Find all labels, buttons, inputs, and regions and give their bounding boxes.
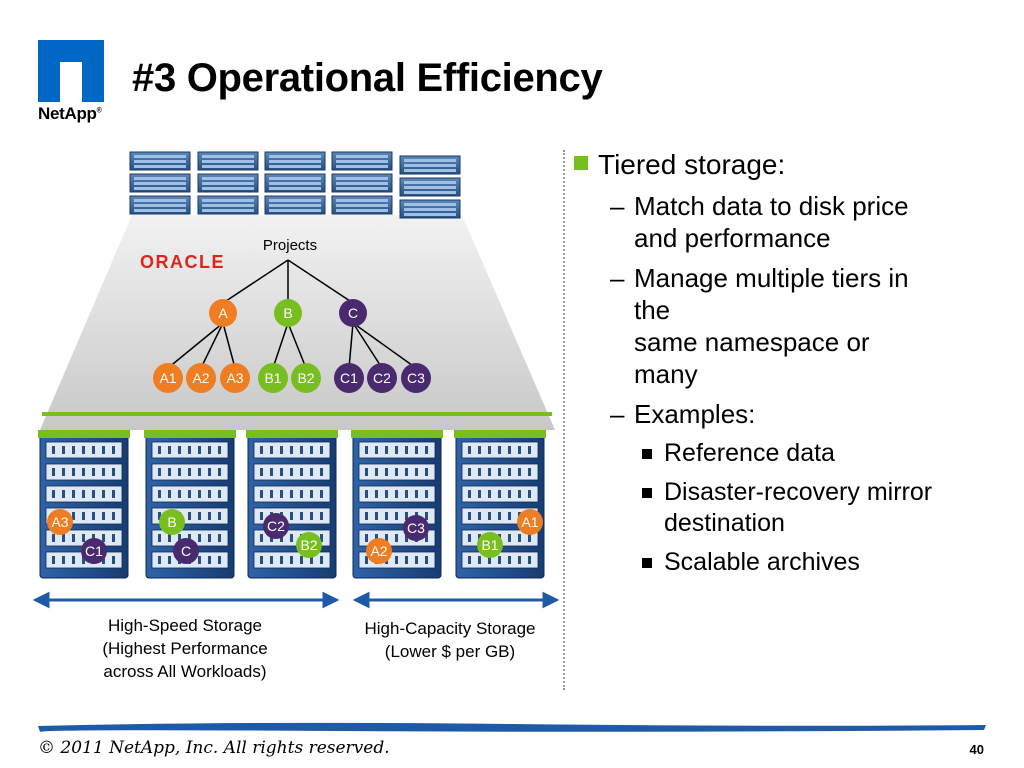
storage-cabinet [351, 430, 443, 579]
server-rack [264, 151, 326, 215]
storage-tag-a1: A1 [517, 509, 543, 535]
oracle-logo: ORACLE [140, 252, 225, 272]
svg-text:C2: C2 [373, 370, 391, 386]
storage-cabinet [454, 430, 546, 579]
server-rack [399, 155, 461, 219]
page-number: 40 [969, 742, 984, 757]
svg-text:C2: C2 [267, 518, 285, 534]
storage-tag-b2: B2 [296, 532, 322, 558]
tier-arrows [32, 591, 560, 609]
subproject-node-b2: B2 [291, 363, 321, 393]
bullet-level2: –Manage multiple tiers in the same names… [610, 263, 909, 389]
server-rack [197, 151, 259, 215]
storage-tag-c3: C3 [403, 515, 429, 541]
bullet-level1: Tiered storage: [566, 148, 1006, 182]
storage-cabinet-group [38, 412, 552, 579]
svg-text:C3: C3 [407, 370, 425, 386]
high-capacity-caption: High-Capacity Storage (Lower $ per GB) [364, 619, 536, 661]
copyright-text: © 2011 NetApp, Inc. All rights reserved. [38, 738, 390, 758]
bullet-level3: Reference data [640, 438, 1006, 469]
netapp-logo-text: NetApp® [38, 104, 102, 123]
subproject-node-c2: C2 [367, 363, 397, 393]
storage-tag-c1: C1 [81, 538, 107, 564]
black-square-bullet-icon [642, 558, 652, 568]
page-title: #3 Operational Efficiency [132, 56, 603, 100]
bullet-level3: Disaster-recovery mirror destination [640, 477, 1006, 539]
server-rack-group [129, 151, 461, 219]
svg-text:C3: C3 [407, 520, 425, 536]
svg-text:B: B [167, 514, 176, 530]
svg-text:A1: A1 [159, 370, 176, 386]
svg-text:B2: B2 [297, 370, 314, 386]
server-rack [129, 151, 191, 215]
svg-text:B: B [283, 305, 292, 321]
subproject-node-a1: A1 [153, 363, 183, 393]
svg-text:C: C [348, 305, 358, 321]
storage-cabinet [246, 430, 338, 579]
black-square-bullet-icon [642, 488, 652, 498]
subproject-node-a2: A2 [186, 363, 216, 393]
svg-text:B1: B1 [264, 370, 281, 386]
svg-text:A1: A1 [521, 514, 538, 530]
subproject-node-b1: B1 [258, 363, 288, 393]
svg-text:A3: A3 [226, 370, 243, 386]
projects-label: Projects [263, 237, 317, 254]
svg-text:A2: A2 [192, 370, 209, 386]
svg-text:C: C [181, 543, 191, 559]
storage-tag-c: C [173, 538, 199, 564]
subproject-node-c3: C3 [401, 363, 431, 393]
storage-cabinet [144, 430, 236, 579]
project-node-c: C [339, 299, 367, 327]
project-node-a: A [209, 299, 237, 327]
subproject-node-a3: A3 [220, 363, 250, 393]
netapp-logo-icon [38, 40, 104, 102]
svg-text:C1: C1 [340, 370, 358, 386]
svg-text:B2: B2 [300, 537, 317, 553]
svg-text:A: A [218, 305, 228, 321]
green-square-bullet-icon [574, 156, 588, 170]
subproject-node-c1: C1 [334, 363, 364, 393]
svg-text:B1: B1 [481, 537, 498, 553]
subproject-node-group: A1 A2 A3 B1 B2 C1 C2 C3 [153, 363, 431, 393]
svg-text:A2: A2 [370, 543, 387, 559]
black-square-bullet-icon [642, 449, 652, 459]
bullet-level2: –Examples: [610, 399, 756, 429]
project-node-b: B [274, 299, 302, 327]
storage-tag-a3: A3 [47, 509, 73, 535]
bullet-level2: –Match data to disk price and performanc… [610, 191, 909, 253]
column-divider [563, 150, 565, 690]
storage-tag-b1: B1 [477, 532, 503, 558]
svg-text:C1: C1 [85, 543, 103, 559]
storage-tag-a2: A2 [366, 538, 392, 564]
storage-tag-c2: C2 [263, 513, 289, 539]
bullet-level3: Scalable archives [640, 547, 1006, 578]
svg-text:A3: A3 [51, 514, 68, 530]
bullet-list: Tiered storage: –Match data to disk pric… [566, 148, 1006, 586]
footer-brush-stroke [38, 722, 986, 732]
project-node-group: A B C [209, 299, 367, 327]
high-speed-caption: High-Speed Storage (Highest Performance … [102, 616, 268, 681]
storage-tag-b: B [159, 509, 185, 535]
server-rack [331, 151, 393, 215]
project-tree-lines [167, 259, 417, 369]
